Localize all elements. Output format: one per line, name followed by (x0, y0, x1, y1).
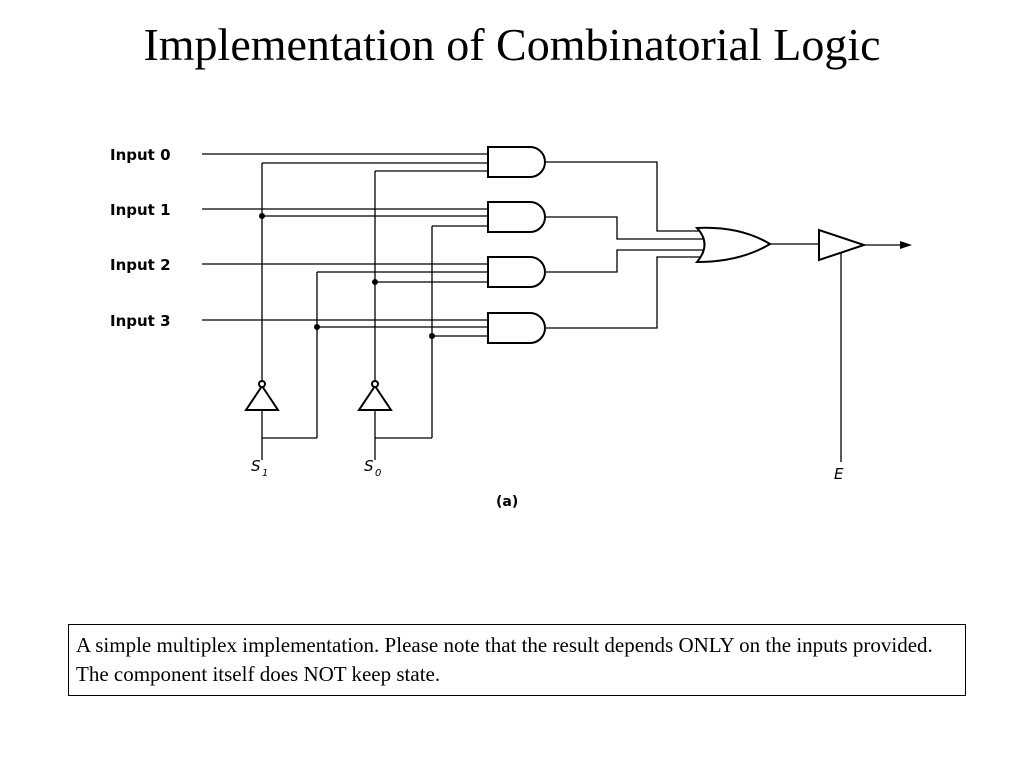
input-3-label: Input 3 (110, 312, 171, 330)
select-s1-label: S 1 (251, 457, 268, 479)
output-arrow (864, 241, 912, 249)
and-gate-1 (487, 201, 546, 233)
or-gate (694, 226, 772, 264)
svg-text:S: S (251, 457, 261, 475)
svg-text:S: S (364, 457, 374, 475)
inverter-s1 (244, 380, 280, 411)
and-to-or-wires (545, 161, 703, 329)
and-gate-0 (487, 146, 546, 178)
caption-box: A simple multiplex implementation. Pleas… (68, 624, 966, 696)
select-s0-wires (374, 170, 488, 460)
svg-text:1: 1 (262, 468, 268, 479)
input-0-label: Input 0 (110, 146, 171, 164)
junction-dots (259, 213, 435, 339)
inverter-s0 (357, 380, 393, 411)
enable-label: E (834, 465, 844, 483)
select-s1-wires (261, 162, 488, 460)
input-2-label: Input 2 (110, 256, 171, 274)
svg-text:0: 0 (375, 468, 381, 479)
caption-text: A simple multiplex implementation. Pleas… (76, 633, 933, 686)
select-s0-label: S 0 (364, 457, 381, 479)
slide-title: Implementation of Combinatorial Logic (143, 19, 881, 70)
and-gate-2 (487, 256, 546, 288)
input-wires (202, 153, 488, 321)
and-gate-3 (487, 312, 546, 344)
input-1-label: Input 1 (110, 201, 171, 219)
tristate-buffer (818, 228, 868, 262)
figure-label: (a) (496, 494, 518, 510)
multiplexer-circuit-diagram: Input 0 Input 1 Input 2 Input 3 (110, 146, 912, 510)
